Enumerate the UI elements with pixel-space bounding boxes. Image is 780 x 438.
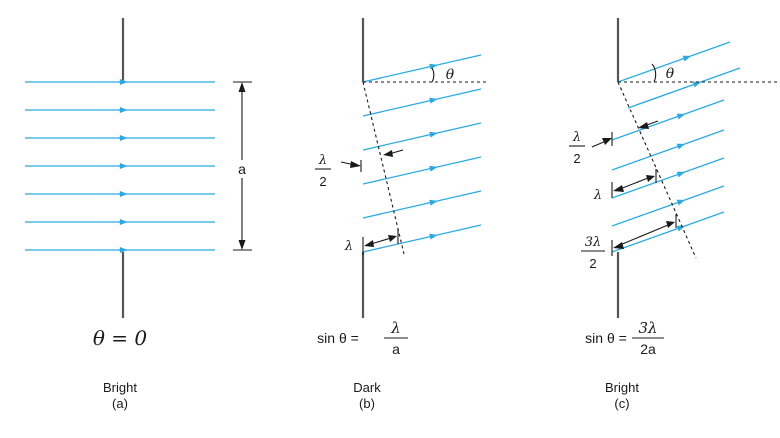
- slit-width-label: a: [238, 161, 246, 177]
- ray-arrow: [676, 199, 686, 206]
- caption-bright-a: Bright: [103, 380, 137, 395]
- panel-label-c: (c): [614, 396, 629, 411]
- path-diff-arrow-left: [613, 185, 624, 192]
- half-lambda-arrow-left: [350, 161, 361, 168]
- ray-arrow: [119, 163, 128, 169]
- theta-label: θ: [666, 66, 675, 82]
- path-difference-label: λ: [593, 188, 602, 203]
- three-half-lambda-numerator: 3λ: [585, 235, 602, 250]
- light-ray: [611, 157, 725, 199]
- light-ray: [611, 129, 725, 171]
- ray-arrow: [429, 63, 438, 70]
- wavefront-line: [617, 81, 697, 259]
- path-diff-arrow-left: [364, 240, 374, 247]
- ray-arrow: [119, 219, 128, 225]
- ray-arrow: [692, 81, 702, 88]
- tilted-rays: [362, 54, 482, 253]
- half-lambda-arrow-right: [383, 150, 393, 157]
- half-lambda-numerator: λ: [572, 130, 581, 145]
- ray-arrow: [119, 247, 128, 253]
- half-lambda-denominator: 2: [573, 151, 580, 166]
- caption-bright-c: Bright: [605, 380, 639, 395]
- light-ray: [362, 190, 482, 219]
- ray-arrow: [429, 233, 438, 240]
- equation-denominator: a: [392, 341, 400, 357]
- light-ray: [362, 88, 482, 117]
- three-half-lambda-dimension: [619, 224, 669, 246]
- ray-arrow: [119, 135, 128, 141]
- three-half-arrow-right: [666, 221, 675, 228]
- caption-dark-b: Dark: [353, 380, 381, 395]
- ray-arrow: [119, 107, 128, 113]
- light-ray: [617, 41, 731, 83]
- panel-label-a: (a): [112, 396, 128, 411]
- half-lambda-numerator: λ: [318, 153, 327, 168]
- theta-label: θ: [446, 67, 455, 83]
- path-difference-label: λ: [344, 239, 353, 254]
- half-lambda-denominator: 2: [319, 174, 326, 189]
- light-ray: [362, 122, 482, 151]
- light-ray: [611, 99, 725, 141]
- panel-label-b: (b): [359, 396, 375, 411]
- dim-label-bg: [234, 160, 250, 178]
- path-difference-dimension: [619, 177, 649, 190]
- three-half-lambda-denominator: 2: [589, 256, 596, 271]
- panel-a: a θ = 0 Bright (a): [25, 18, 252, 411]
- ray-arrow: [429, 165, 438, 172]
- equation-left: sin θ =: [585, 330, 627, 346]
- ray-arrow: [682, 55, 692, 62]
- ray-arrow: [676, 171, 686, 178]
- equation-numerator: 3λ: [638, 319, 657, 337]
- light-ray: [362, 156, 482, 185]
- ray-arrow: [429, 131, 438, 138]
- equation-theta-zero: θ = 0: [93, 326, 148, 350]
- panel-c: θ λ 2 λ 3λ 2 sin θ = 3λ 2a Bright (c): [569, 18, 778, 411]
- ray-arrow: [429, 97, 438, 104]
- ray-arrow: [676, 143, 686, 150]
- ray-arrow: [676, 113, 686, 120]
- ray-arrow: [429, 199, 438, 206]
- light-ray: [627, 67, 741, 109]
- light-ray: [362, 224, 482, 253]
- ray-arrow: [676, 225, 686, 232]
- angle-arc: [651, 63, 657, 83]
- parallel-rays: [25, 79, 215, 253]
- ray-arrow: [119, 79, 128, 85]
- half-lambda-leader-left: [591, 140, 607, 148]
- half-lambda-arrow-right: [638, 122, 649, 129]
- path-diff-arrow-right: [646, 175, 655, 182]
- equation-denominator: 2a: [640, 341, 656, 357]
- dim-arrow-up: [238, 82, 246, 92]
- tilted-rays: [611, 41, 741, 253]
- light-ray: [362, 54, 482, 83]
- three-half-arrow-left: [613, 242, 624, 249]
- equation-numerator: λ: [390, 319, 401, 337]
- panel-b: θ λ 2 λ sin θ = λ a Dark (b): [315, 18, 487, 411]
- ray-arrow: [119, 191, 128, 197]
- path-diff-arrow-right: [388, 235, 397, 242]
- light-ray: [611, 185, 725, 227]
- light-ray: [611, 211, 725, 253]
- half-lambda-arrow-left: [602, 138, 612, 145]
- path-difference-dimension: [370, 237, 392, 245]
- equation-left: sin θ =: [317, 330, 359, 346]
- dim-arrow-down: [238, 240, 246, 250]
- angle-arc: [431, 67, 435, 83]
